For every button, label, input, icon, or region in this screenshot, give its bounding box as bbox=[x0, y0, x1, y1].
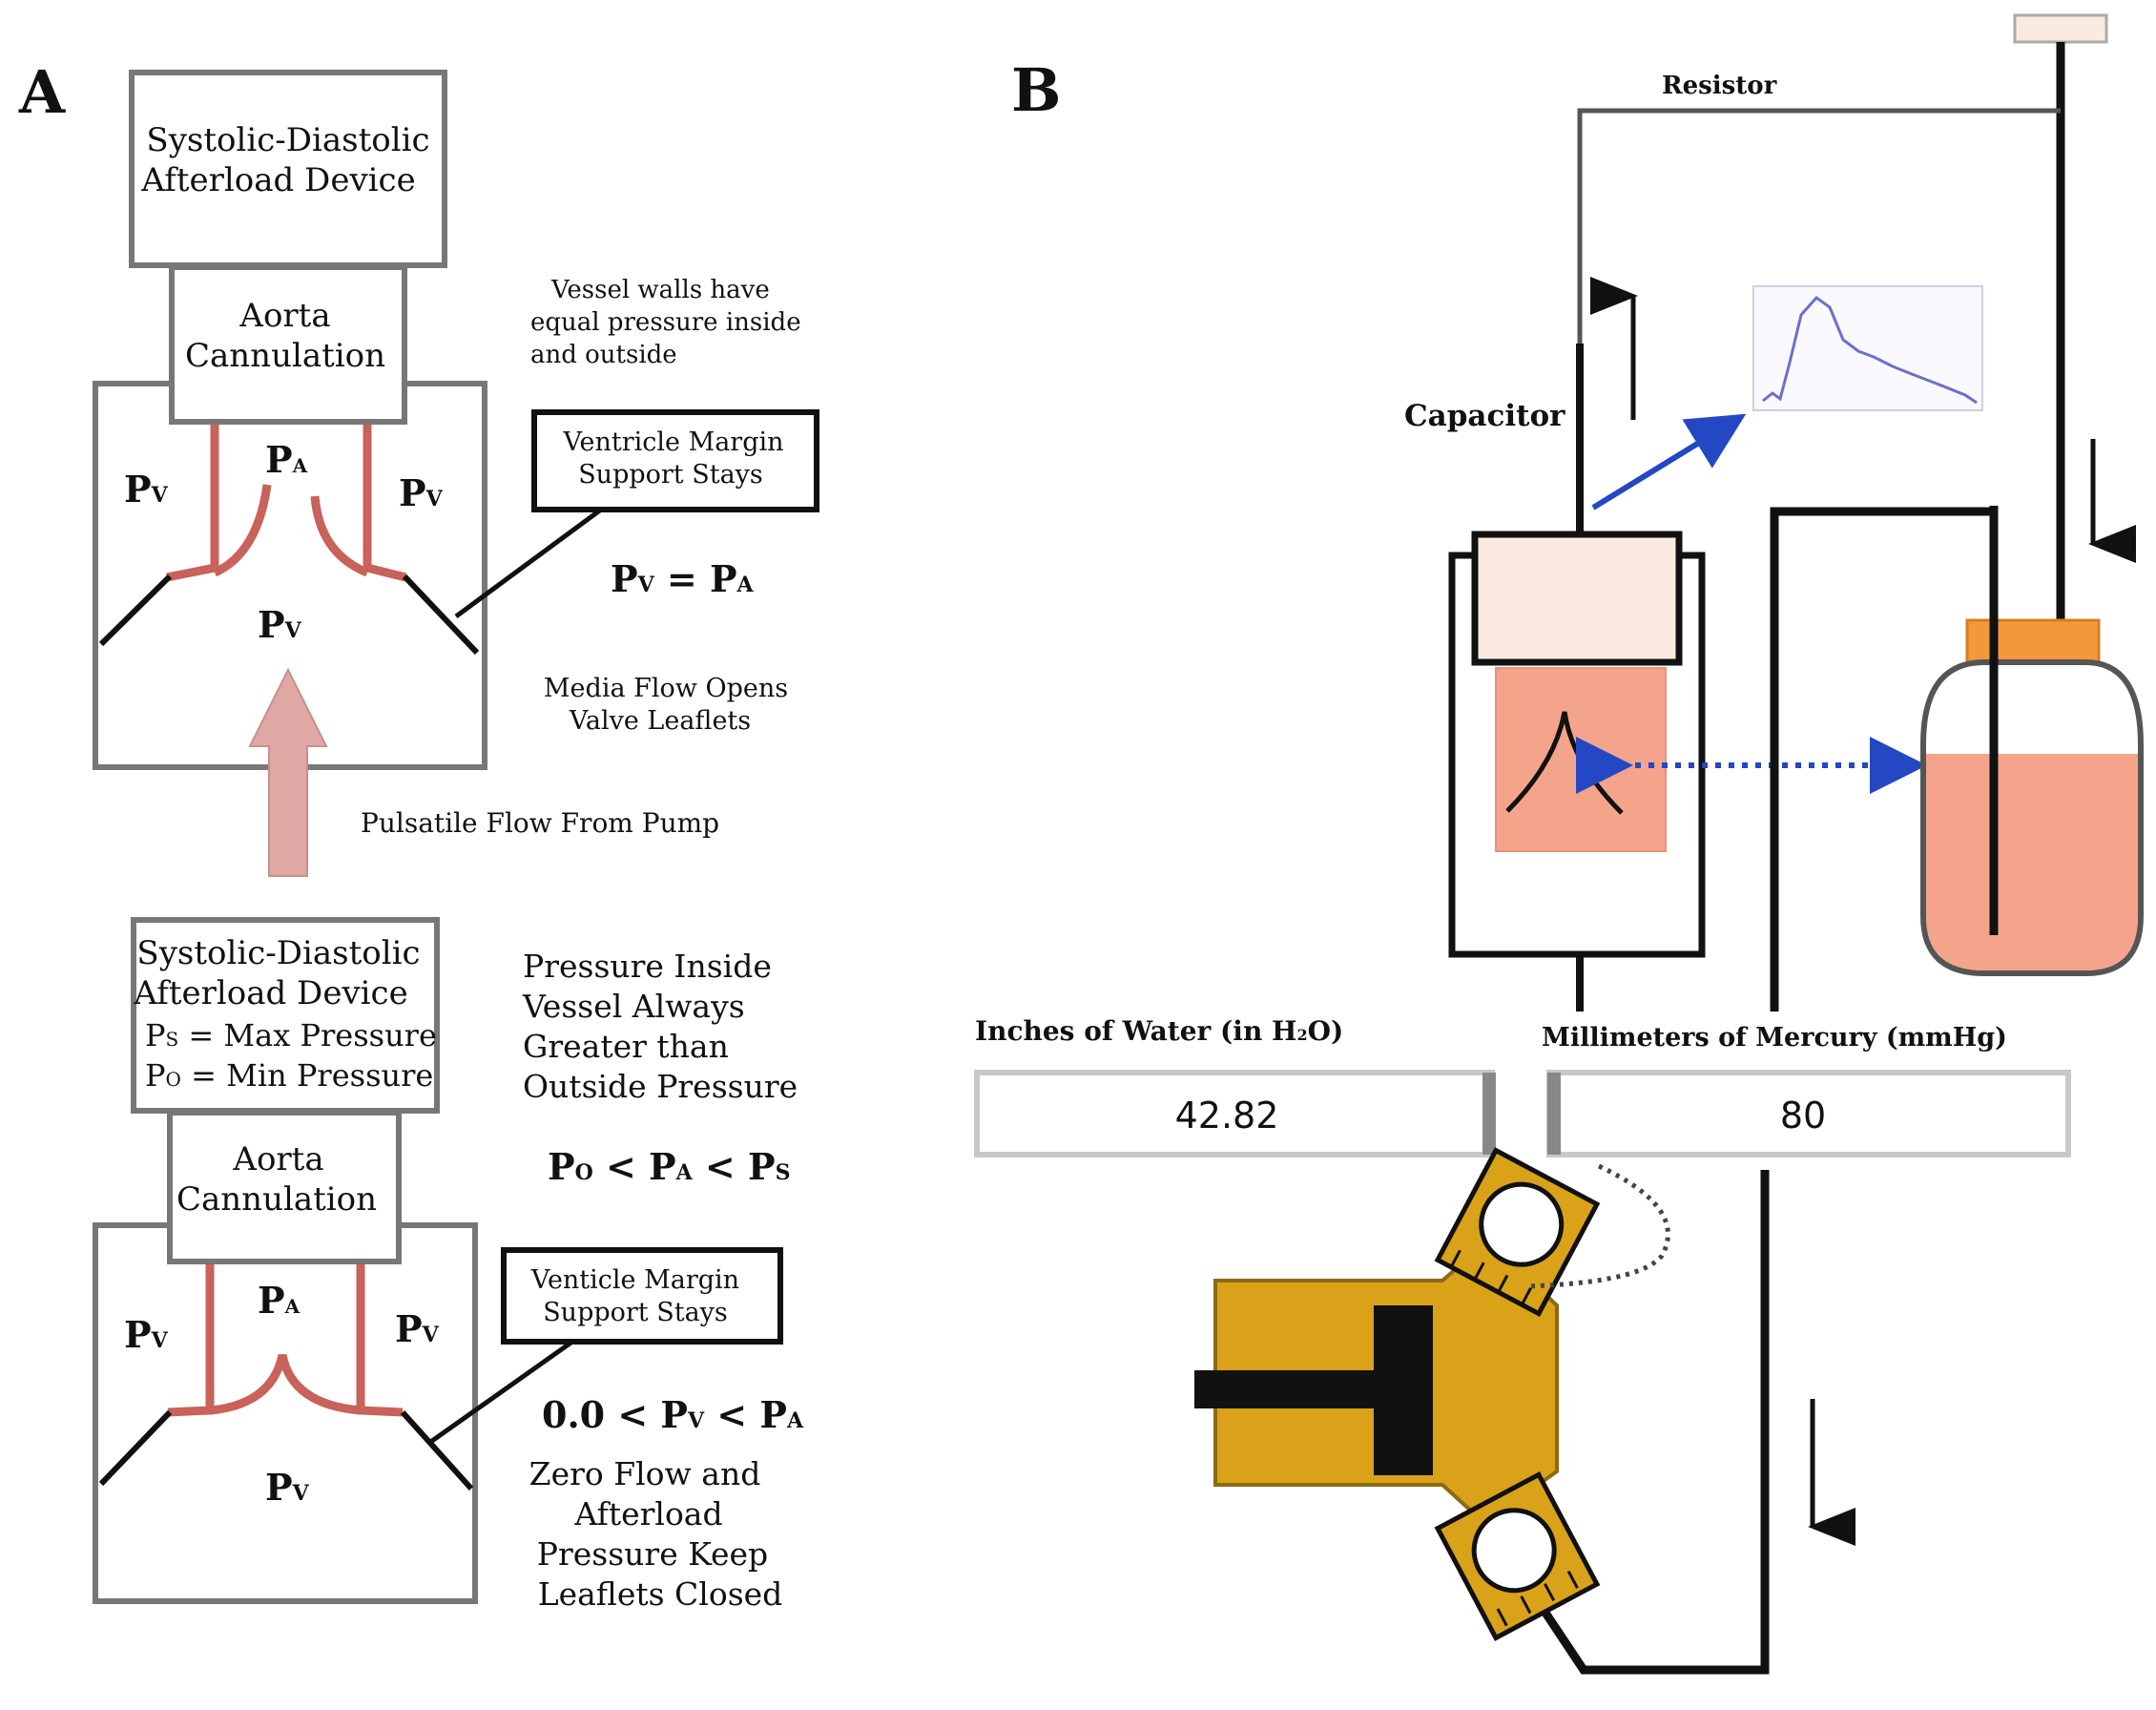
top-schematic: Systolic-Diastolic Afterload Device Aort… bbox=[93, 70, 819, 770]
bottom-stays-line1: Venticle Margin bbox=[530, 1265, 739, 1295]
pump-piston-rod bbox=[1194, 1370, 1385, 1408]
bottom-left-stay bbox=[98, 1409, 173, 1487]
top-vessel-left-wall bbox=[166, 425, 219, 582]
bottom-pv-left: PV bbox=[124, 1313, 169, 1356]
reservoir-lid bbox=[1965, 618, 2101, 664]
bottom-ventricle-chamber bbox=[93, 1222, 478, 1604]
bottom-note-line3: Greater than bbox=[523, 1028, 729, 1065]
top-pa: PA bbox=[265, 438, 308, 481]
resistor-label: Resistor bbox=[1662, 72, 1777, 100]
top-aorta-line1: Aorta bbox=[238, 297, 330, 335]
top-aorta-cannulation-box bbox=[169, 264, 407, 425]
top-device-line2: Afterload Device bbox=[140, 161, 415, 199]
bottom-note-line1: Pressure Inside bbox=[523, 948, 772, 985]
top-vessel-right-wall bbox=[363, 425, 407, 582]
bottom-close-line3: Pressure Keep bbox=[537, 1535, 768, 1573]
capacitor-label: Capacitor bbox=[1404, 399, 1565, 433]
bottom-close-line1: Zero Flow and bbox=[529, 1455, 761, 1492]
water-gauge-value: 42.82 bbox=[1175, 1095, 1279, 1137]
top-pv-left: PV bbox=[124, 468, 169, 511]
bottom-note-line4: Outside Pressure bbox=[523, 1068, 798, 1105]
bottom-pa: PA bbox=[258, 1279, 301, 1322]
bottom-ps-line: PS = Max Pressure bbox=[145, 1017, 437, 1053]
top-stays-line2: Support Stays bbox=[578, 460, 763, 490]
bottom-stays-pointer bbox=[427, 1339, 574, 1446]
mercury-gauge-display bbox=[1546, 1070, 2071, 1157]
top-note-line2: equal pressure inside bbox=[530, 308, 801, 337]
bottom-aorta-line1: Aorta bbox=[232, 1140, 323, 1178]
top-left-stay bbox=[98, 573, 173, 647]
waveform-line bbox=[1762, 295, 1978, 405]
top-flow-line1: Media Flow Opens bbox=[544, 674, 788, 703]
pump-return-tube bbox=[1542, 1170, 1770, 1675]
bottom-schematic: Systolic-Diastolic Afterload Device PS =… bbox=[93, 917, 804, 1613]
bottom-po-line: PO = Min Pressure bbox=[145, 1057, 433, 1094]
bottom-device-line1: Systolic-Diastolic bbox=[136, 934, 420, 972]
top-support-stays-box bbox=[531, 409, 819, 512]
pump-upper-valve bbox=[1434, 1147, 1601, 1318]
bottom-pv-right: PV bbox=[395, 1307, 440, 1350]
top-pv-right: PV bbox=[399, 471, 444, 514]
pump-lower-valve bbox=[1434, 1470, 1601, 1641]
top-right-leaflet-open bbox=[310, 495, 369, 577]
top-pv-bottom: PV bbox=[258, 603, 302, 646]
water-gauge-edge bbox=[1482, 1073, 1496, 1155]
top-stays-line1: Ventricle Margin bbox=[562, 428, 783, 457]
mercury-gauge-label: Millimeters of Mercury (mmHg) bbox=[1542, 1023, 2007, 1053]
top-afterload-device-box bbox=[129, 70, 447, 268]
top-left-leaflet-open bbox=[213, 484, 272, 577]
bottom-aorta-cannulation-box bbox=[167, 1110, 402, 1264]
pump-piston-head bbox=[1374, 1305, 1433, 1475]
pressure-waveform-thumbnail bbox=[1752, 285, 1983, 411]
top-equation: PV = PA bbox=[611, 557, 755, 600]
top-stays-pointer bbox=[454, 507, 603, 619]
piston-pump bbox=[1194, 1147, 1670, 1641]
top-flow-line2: Valve Leaflets bbox=[569, 706, 751, 736]
bottom-note-line2: Vessel Always bbox=[522, 988, 745, 1025]
pulsatile-flow-label: Pulsatile Flow From Pump bbox=[361, 807, 719, 839]
panel-b-label: B bbox=[1011, 55, 1061, 125]
top-device-line1: Systolic-Diastolic bbox=[146, 121, 429, 159]
bottom-device-line2: Afterload Device bbox=[133, 974, 407, 1012]
reservoir-top-cap bbox=[2013, 13, 2108, 44]
mercury-gauge-edge bbox=[1547, 1073, 1561, 1155]
panel-a-label: A bbox=[18, 57, 66, 127]
bottom-inequality-2: 0.0 < PV < PA bbox=[542, 1393, 804, 1436]
top-right-stay bbox=[402, 573, 480, 656]
top-aorta-line2: Cannulation bbox=[185, 337, 385, 375]
water-gauge-label: Inches of Water (in H2O) bbox=[975, 1015, 1343, 1047]
bottom-support-stays-box bbox=[501, 1247, 783, 1345]
reservoir-fluid bbox=[1926, 754, 2138, 970]
pump-supply-tube bbox=[1770, 507, 1994, 1011]
top-note-line3: and outside bbox=[530, 341, 677, 369]
bottom-pv-bottom: PV bbox=[265, 1466, 310, 1509]
waveform-frame bbox=[1752, 285, 1983, 411]
mercury-gauge-value: 80 bbox=[1780, 1095, 1826, 1137]
bottom-right-stay bbox=[400, 1409, 474, 1491]
bottom-close-line4: Leaflets Closed bbox=[538, 1575, 783, 1613]
valve-motion-path bbox=[1525, 1163, 1670, 1289]
bottom-inequality-1: PO < PA < PS bbox=[548, 1145, 790, 1188]
bottom-aorta-line2: Cannulation bbox=[176, 1180, 377, 1219]
capacitor-to-waveform-arrow bbox=[1591, 413, 1747, 511]
pulsatile-flow-arrow bbox=[248, 667, 328, 877]
top-note-line1: Vessel walls have bbox=[550, 276, 770, 304]
capacitor-piston bbox=[1471, 531, 1683, 666]
bottom-closed-leaflets bbox=[209, 1353, 362, 1415]
bottom-afterload-device-box bbox=[131, 917, 440, 1114]
bottom-close-line2: Afterload bbox=[573, 1495, 722, 1533]
bottom-stays-line2: Support Stays bbox=[543, 1298, 728, 1327]
